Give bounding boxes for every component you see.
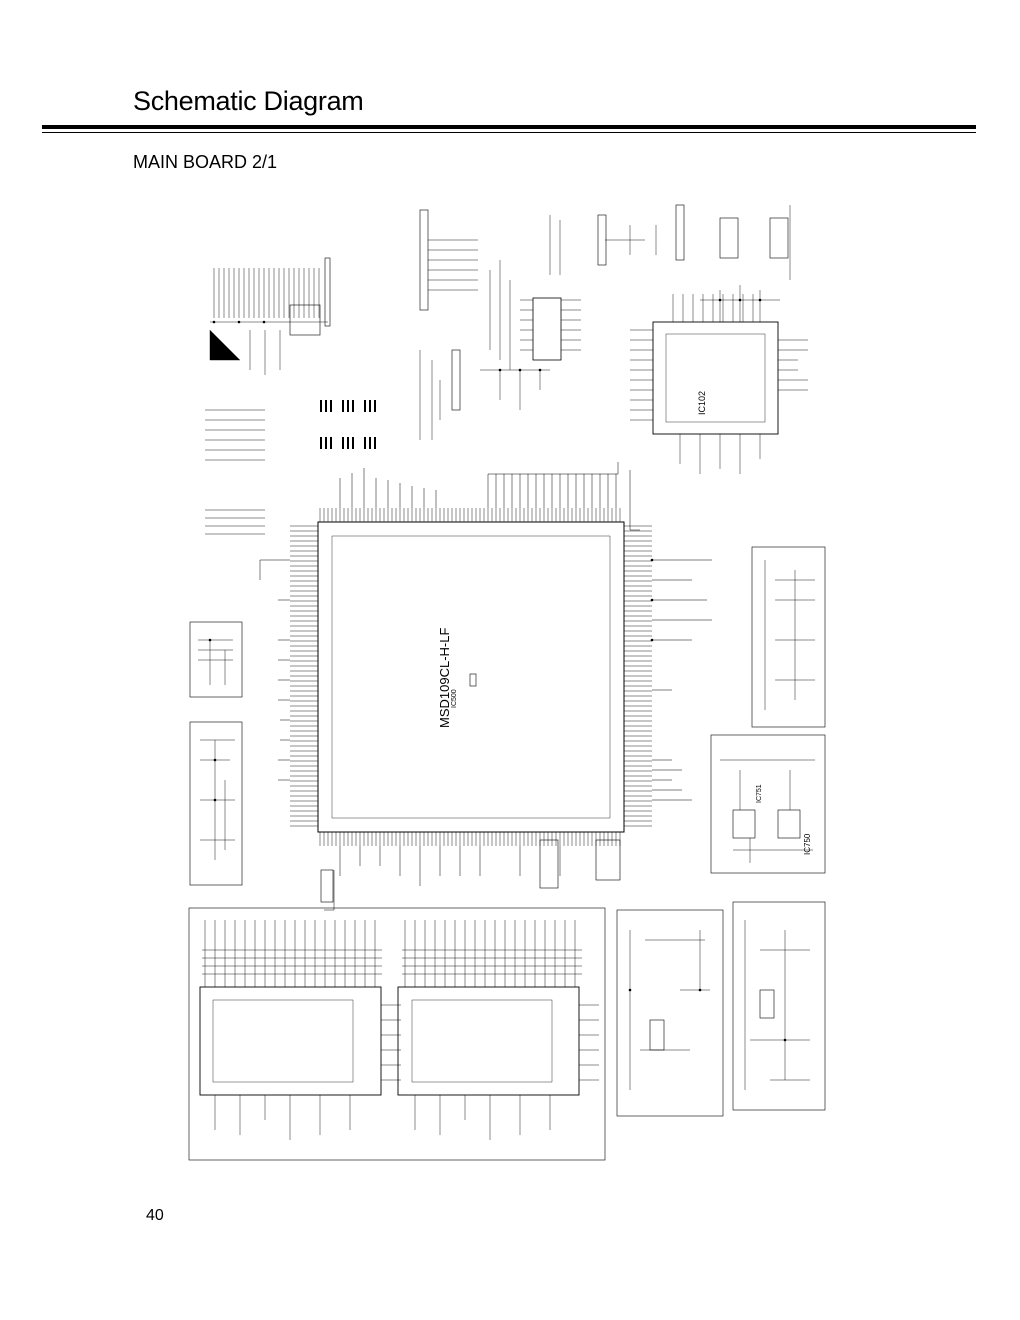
main-ic-inner (331, 535, 611, 819)
box-bottom-memory (188, 907, 606, 1161)
section-subtitle: MAIN BOARD 2/1 (133, 152, 278, 172)
main-ic-part-number: MSD109CL-H-LF (437, 627, 452, 728)
main-ic-reference: IC500 (451, 689, 458, 708)
title-rule-thick (42, 125, 976, 129)
box-right-top (751, 546, 826, 728)
page-title: Schematic Diagram (133, 86, 364, 116)
box-left-small (189, 621, 243, 698)
memory-chip-2 (397, 986, 580, 1096)
ic102-body (652, 321, 779, 435)
upper-ic (532, 297, 562, 361)
box-bottom-mid (616, 909, 724, 1117)
page-number: 40 (146, 1207, 164, 1224)
lvds-connector (324, 257, 331, 327)
box-right-mid (710, 734, 826, 874)
main-ic-body (317, 521, 625, 833)
title-rule-thin (42, 132, 976, 133)
ic751-reference: IC751 (756, 784, 763, 803)
box-bottom-right (732, 901, 826, 1111)
ic102-reference: IC102 (697, 390, 707, 415)
ic750-reference: IC750 (803, 833, 812, 855)
upper-connector (419, 209, 429, 311)
memory-chip-1 (199, 986, 382, 1096)
box-left-tall (189, 721, 243, 886)
